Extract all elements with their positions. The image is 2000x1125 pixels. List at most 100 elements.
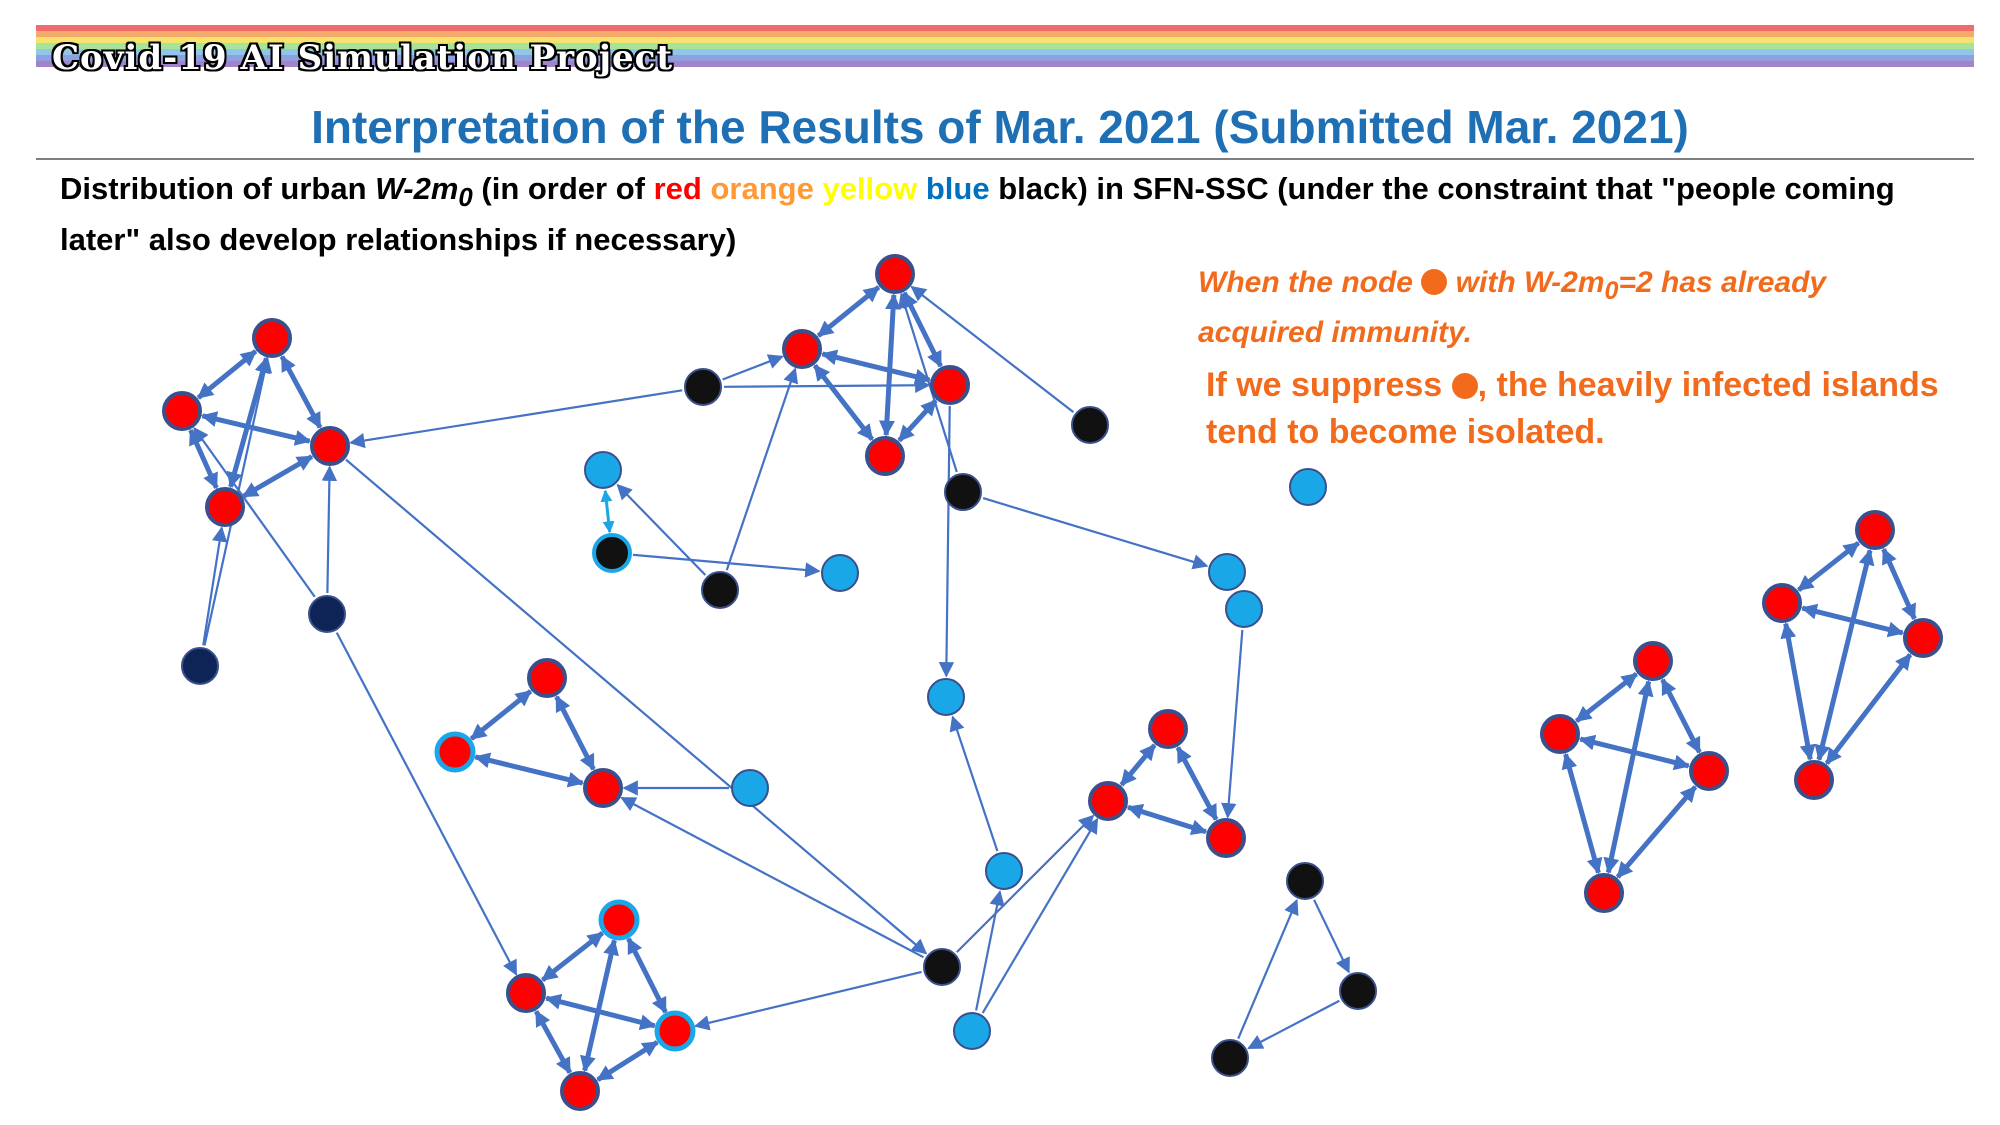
network-edge: [345, 458, 928, 955]
red-node: [1794, 760, 1834, 800]
banner-stripe: [36, 37, 1974, 43]
network-edge: [1814, 548, 1875, 762]
red-node-blue-ring: [598, 899, 640, 941]
network-edge: [949, 715, 999, 852]
desc-text: Distribution of urban: [60, 171, 376, 206]
desc-text: black) in SFN-SSC (under the constraint …: [60, 171, 1895, 258]
network-edge: [620, 796, 924, 959]
network-edge: [349, 389, 683, 449]
network-edge: [975, 890, 1005, 1011]
red-node: [865, 436, 905, 476]
network-edge: [600, 489, 615, 534]
network-edge: [1126, 803, 1208, 836]
red-node: [162, 391, 202, 431]
black-node-blue-ring: [592, 533, 632, 573]
network-edge: [1615, 785, 1698, 879]
black-node: [1339, 972, 1377, 1010]
desc-blue-word: blue: [925, 171, 990, 206]
suppression-note: If we suppress , the heavily infected is…: [1206, 366, 1939, 451]
network-edge: [540, 930, 605, 983]
network-edge: [335, 632, 518, 976]
red-node: [930, 365, 970, 405]
red-node: [583, 768, 623, 808]
banner-stripe: [36, 43, 1974, 49]
network-edge: [723, 377, 931, 393]
banner-stripe: [36, 61, 1974, 67]
blue-node: [584, 451, 622, 489]
red-node: [1584, 873, 1624, 913]
orange-node-icon: [1451, 373, 1478, 399]
network-edge: [910, 285, 1075, 414]
network-edge: [1780, 622, 1816, 761]
network-edge: [1603, 679, 1654, 875]
red-node: [1088, 781, 1128, 821]
network-edge: [596, 1040, 659, 1082]
network-edge: [1824, 653, 1913, 765]
desc-orange-word: orange: [710, 171, 814, 206]
network-edge: [956, 814, 1095, 953]
network-edge: [722, 354, 784, 381]
network-edge: [188, 428, 219, 490]
slide-title: Interpretation of the Results of Mar. 20…: [311, 101, 1689, 153]
navy-node: [181, 647, 219, 685]
network-edge: [1247, 999, 1340, 1050]
network-edge: [816, 285, 881, 338]
edges-layer: [188, 285, 1917, 1082]
desc-subscript: 0: [458, 184, 473, 213]
red-node: [560, 1071, 600, 1111]
network-edge: [1221, 629, 1244, 819]
immunity-note: When the node with W-2m0=2 has already a…: [1198, 266, 1827, 349]
network-edge: [241, 454, 314, 499]
network-edge: [982, 497, 1209, 570]
red-node: [1762, 583, 1802, 623]
network-edge: [812, 364, 875, 441]
red-node: [1633, 641, 1673, 681]
network-edge: [202, 526, 228, 646]
rainbow-banner: [36, 25, 1974, 91]
network-edge: [473, 752, 585, 788]
network-edge: [469, 689, 533, 741]
blue-node: [1208, 553, 1246, 591]
red-node: [875, 254, 915, 294]
red-node: [310, 426, 350, 466]
black-node: [1211, 1039, 1249, 1077]
blue-node: [731, 769, 769, 807]
network-edge: [878, 293, 902, 437]
network-edge: [1561, 752, 1603, 875]
network-edge: [580, 938, 619, 1073]
network-edge: [1881, 547, 1917, 621]
red-node: [1206, 818, 1246, 858]
banner-stripe: [36, 31, 1974, 37]
network-edge: [200, 411, 312, 446]
red-node: [205, 487, 245, 527]
red-node: [782, 329, 822, 369]
network-edge: [554, 695, 596, 771]
nodes-layer: [162, 254, 1943, 1111]
network-edge: [1578, 734, 1691, 771]
banner-title: Covid-19 AI Simulation Project: [52, 38, 674, 78]
network-edge: [981, 817, 1099, 1014]
banner-stripe: [36, 25, 1974, 31]
network-edge: [626, 937, 668, 1014]
black-node: [1071, 406, 1109, 444]
orange-node-icon: [1421, 269, 1448, 295]
banner-stripe: [36, 55, 1974, 61]
banner-stripe: [36, 49, 1974, 55]
network-edge: [897, 398, 938, 443]
black-node: [1286, 862, 1324, 900]
slide-description: Distribution of urban W-2m0 (in order of…: [60, 168, 1960, 260]
network-edge: [544, 993, 657, 1031]
red-node: [1540, 714, 1580, 754]
black-node: [923, 948, 961, 986]
red-node: [527, 658, 567, 698]
desc-text: (in order of: [472, 171, 654, 206]
network-edge: [1660, 678, 1702, 754]
red-node-blue-ring: [654, 1010, 696, 1052]
blue-node: [1289, 468, 1327, 506]
network-edge: [820, 349, 932, 385]
blue-node: [1225, 590, 1263, 628]
black-node: [944, 473, 982, 511]
navy-node: [308, 595, 346, 633]
desc-w2m: W-2m0: [375, 171, 473, 213]
